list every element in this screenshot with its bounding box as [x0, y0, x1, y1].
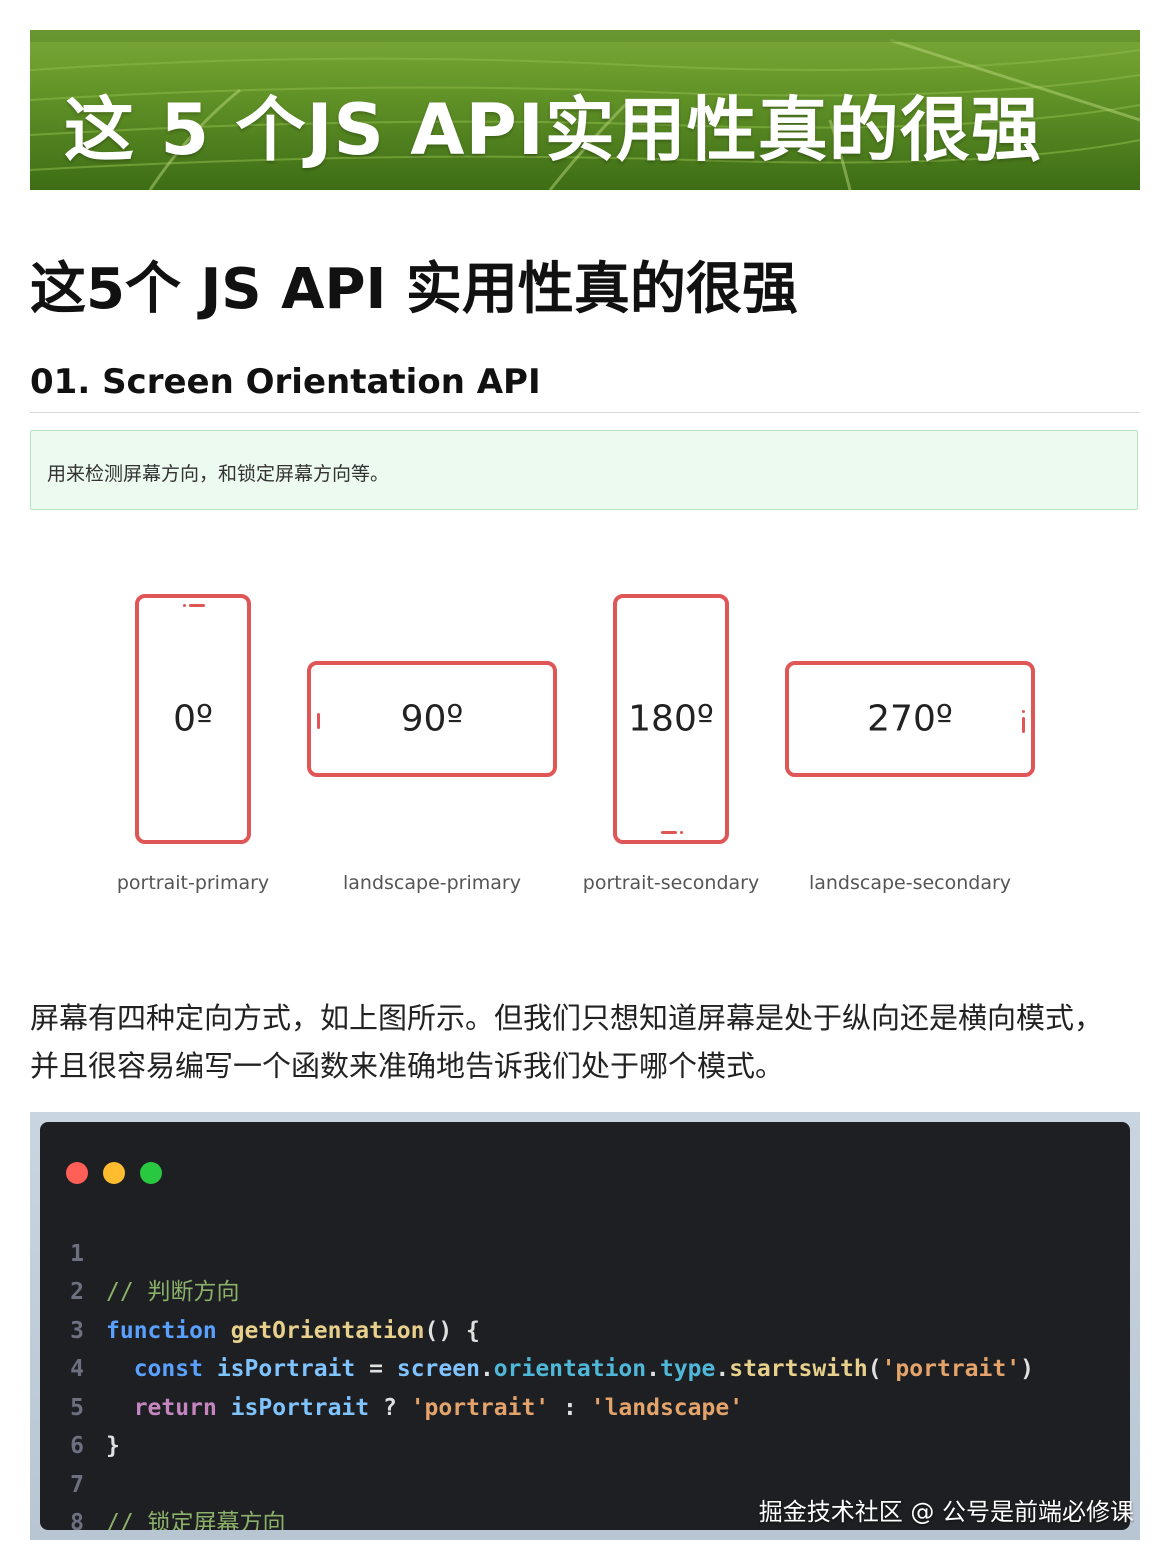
orientation-diagram: 0º 90º 180º 270º portrait-primary landsc… [30, 560, 1140, 920]
body-paragraph: 屏幕有四种定向方式，如上图所示。但我们只想知道屏幕是处于纵向还是横向模式，并且很… [30, 1001, 1104, 1083]
code-punct: . [479, 1356, 494, 1382]
code-variable: isPortrait [230, 1394, 370, 1421]
device-portrait-secondary: 180º [613, 594, 729, 844]
code-operator: : [549, 1394, 591, 1421]
code-line: 4 return isPortrait ? 'portrait' : 'land… [40, 1312, 1130, 1421]
code-variable: isPortrait [216, 1356, 356, 1382]
banner-title: 这 5 个JS API实用性真的很强 [64, 89, 1042, 171]
code-keyword: const [133, 1356, 203, 1382]
speaker-mark [189, 604, 205, 607]
code-function-name: getOrientation [230, 1317, 425, 1344]
degree-label: 90º [400, 698, 464, 740]
line-number: 1 [70, 1240, 84, 1267]
code-block-frame: 1 // 判断方向 2 function getOrientation() { … [30, 1112, 1140, 1540]
code-window: 1 // 判断方向 2 function getOrientation() { … [40, 1122, 1130, 1530]
device-landscape-secondary: 270º [785, 661, 1035, 777]
rice-field-image [30, 30, 1140, 190]
code-operator: = [355, 1356, 397, 1382]
camera-mark [1022, 710, 1025, 713]
code-punct: ( [867, 1356, 882, 1382]
line-number: 5 [70, 1394, 84, 1421]
device-portrait-primary: 0º [135, 594, 251, 844]
code-line: 1 // 判断方向 [40, 1196, 1130, 1306]
speaker-mark [317, 713, 320, 729]
degree-label: 270º [867, 698, 953, 740]
code-line: 7 // 锁定屏幕方向 [40, 1427, 1130, 1531]
orientation-label: landscape-primary [343, 872, 521, 894]
code-line: 5 } [40, 1350, 1130, 1460]
line-number: 7 [70, 1471, 84, 1498]
speaker-mark [661, 831, 677, 834]
code-method: startswith [729, 1356, 868, 1382]
code-line: 6 [40, 1389, 1130, 1459]
code-line: 2 function getOrientation() { [40, 1235, 1130, 1344]
speaker-mark [1022, 717, 1025, 733]
code-string: 'landscape' [590, 1394, 744, 1421]
code-property: type [659, 1356, 716, 1382]
code-punct: () { [424, 1317, 480, 1344]
code-punct: } [106, 1433, 120, 1459]
code-punct: ) [1020, 1356, 1034, 1382]
line-number: 8 [70, 1510, 84, 1530]
code-keyword: function [106, 1317, 217, 1344]
line-number: 3 [70, 1317, 84, 1344]
code-punct: . [646, 1356, 660, 1382]
camera-mark [680, 831, 683, 834]
window-zoom-dot [140, 1162, 162, 1184]
line-number: 6 [70, 1433, 84, 1459]
orientation-label: landscape-secondary [808, 872, 1012, 894]
code-operator: ? [369, 1394, 411, 1421]
section-title: 01. Screen Orientation API [30, 362, 541, 402]
watermark: 掘金技术社区 @ 公号是前端必修课 [758, 1498, 1134, 1526]
callout-box: 用来检测屏幕方向，和锁定屏幕方向等。 [30, 430, 1138, 510]
orientation-label: portrait-secondary [582, 872, 760, 894]
page-title: 这5个 JS API 实用性真的很强 [30, 257, 798, 322]
line-number: 2 [70, 1279, 84, 1305]
hero-banner: 这 5 个JS API实用性真的很强 [30, 30, 1140, 190]
code-comment: // 判断方向 [106, 1279, 240, 1305]
window-minimize-dot [103, 1162, 125, 1184]
callout-text: 用来检测屏幕方向，和锁定屏幕方向等。 [47, 463, 390, 485]
code-punct: . [715, 1356, 730, 1382]
window-close-dot [66, 1162, 88, 1184]
code-object: screen [396, 1356, 480, 1382]
camera-mark [183, 604, 186, 607]
code-lines: 1 // 判断方向 2 function getOrientation() { … [40, 1196, 1130, 1531]
code-comment: // 锁定屏幕方向 [106, 1510, 286, 1530]
code-string: 'portrait' [881, 1356, 1021, 1382]
code-property: orientation [493, 1356, 647, 1382]
device-landscape-primary: 90º [307, 661, 557, 777]
degree-label: 0º [173, 698, 213, 740]
section-divider [30, 412, 1140, 413]
code-keyword: return [133, 1394, 217, 1421]
code-string: 'portrait' [410, 1394, 550, 1421]
code-line: 8 screen.orientation.lock(orientation) [40, 1466, 1130, 1530]
code-line: 3 const isPortrait = screen.orientation.… [40, 1273, 1130, 1383]
line-number: 4 [70, 1356, 84, 1382]
degree-label: 180º [628, 698, 714, 740]
orientation-label: portrait-primary [116, 872, 270, 894]
